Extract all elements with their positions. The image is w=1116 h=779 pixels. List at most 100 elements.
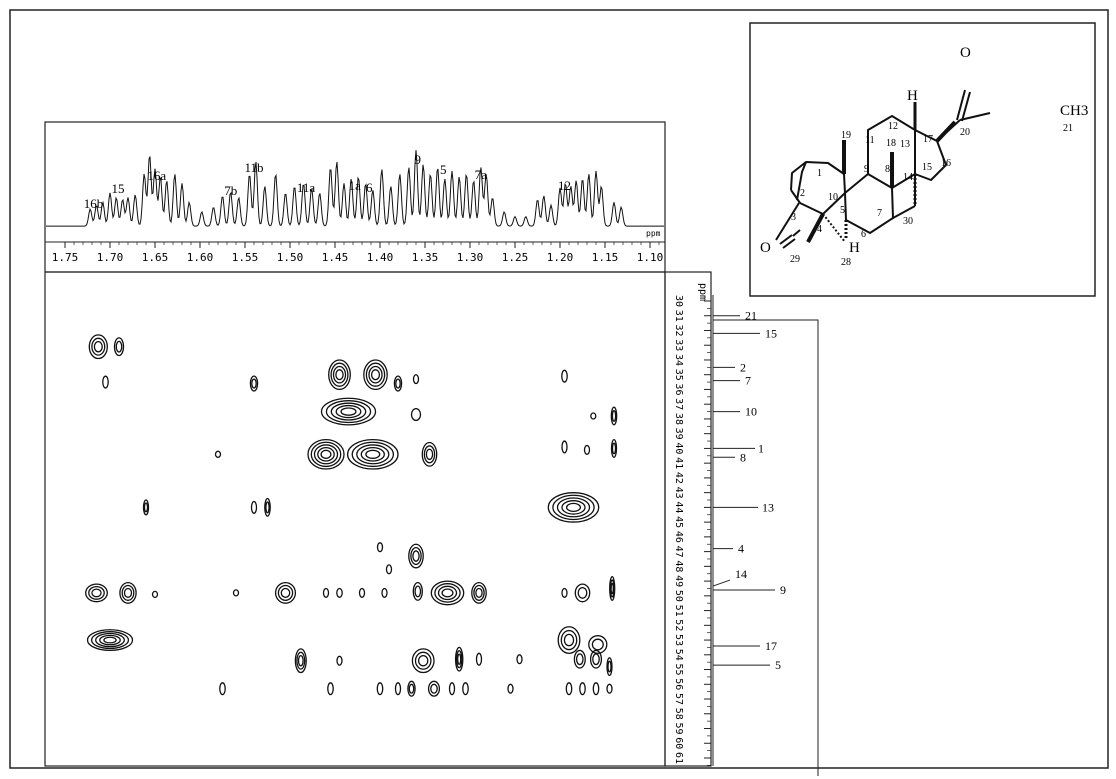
contour-level <box>346 438 399 470</box>
contour-level <box>609 576 616 601</box>
contour-level <box>423 445 436 464</box>
contour-level <box>408 543 424 569</box>
cross-peak <box>516 654 523 665</box>
contour-level <box>577 586 588 599</box>
contour-level <box>360 446 385 462</box>
cross-peak <box>232 589 240 597</box>
contour-level <box>356 444 390 465</box>
cross-peak <box>322 587 330 598</box>
carbon-peak-label: 10 <box>745 405 757 419</box>
contour-level <box>93 340 103 353</box>
contour-level <box>425 448 434 461</box>
contour-level <box>340 407 357 416</box>
contour-level <box>330 362 349 387</box>
proton-peak-label: 1a <box>349 178 362 193</box>
contour-level <box>475 587 483 598</box>
cross-peak <box>507 683 514 694</box>
contour-level <box>90 631 130 650</box>
contour-level <box>251 378 257 389</box>
y-tick-label: 54 <box>673 649 684 661</box>
cross-peak <box>142 499 150 516</box>
atom-label-o-left: O <box>760 240 771 256</box>
proton-peak-label: 6 <box>366 180 373 195</box>
contour-level <box>507 683 514 694</box>
contour-level <box>320 449 332 459</box>
y-tick-label: 32 <box>673 324 684 336</box>
atom-label-12: 12 <box>888 121 898 132</box>
x-tick-label: 1.20 <box>547 251 574 264</box>
contour-level <box>265 501 270 514</box>
y-tick-label: 38 <box>673 413 684 425</box>
contour-level <box>394 682 402 696</box>
proton-peak-label: 7b <box>224 183 237 198</box>
contour-level <box>85 583 108 603</box>
contour-level <box>219 682 226 696</box>
atom-label-9: 9 <box>864 164 869 175</box>
carbon-peak-label: 14 <box>735 567 747 581</box>
cross-peak <box>264 497 271 517</box>
cross-peak <box>336 655 343 666</box>
atom-label-h-top: H <box>907 88 918 104</box>
contour-level <box>115 340 123 353</box>
contour-level <box>565 682 573 696</box>
y-tick-label: 51 <box>673 605 684 617</box>
contour-level <box>421 441 438 467</box>
atom-label-16: 16 <box>941 158 951 169</box>
contour-level <box>417 654 429 667</box>
cross-peak <box>561 440 568 454</box>
contour-level <box>336 655 343 666</box>
cross-peak <box>421 441 438 467</box>
cross-peak <box>610 438 618 458</box>
contour-level <box>123 587 133 598</box>
cross-peak <box>85 583 108 603</box>
atom-label-15: 15 <box>922 162 932 173</box>
x-tick-label: 1.25 <box>502 251 529 264</box>
contour-level <box>294 648 307 674</box>
cross-peak <box>412 374 420 385</box>
proton-peak-label: 15 <box>112 181 125 196</box>
hsqc-contour-panel <box>44 271 666 767</box>
contour-level <box>310 441 342 468</box>
carbon-peak-label: 4 <box>738 542 744 556</box>
contour-level <box>313 444 339 465</box>
x-tick-label: 1.40 <box>367 251 394 264</box>
x-tick-label: 1.65 <box>142 251 169 264</box>
contour-level <box>592 653 600 666</box>
cross-peak <box>583 444 591 455</box>
contour-level <box>376 682 384 696</box>
cross-peak <box>393 375 403 392</box>
contour-level <box>365 362 386 387</box>
contour-level <box>358 587 366 598</box>
contour-level <box>462 682 469 696</box>
contour-level <box>611 442 617 455</box>
contour-level <box>561 500 586 515</box>
y-tick-label: 41 <box>673 457 684 469</box>
atom-label-11: 11 <box>865 135 875 146</box>
carbon-peak-label: 1 <box>758 441 764 455</box>
ppm-unit-label: ppm <box>646 229 661 238</box>
contour-level <box>561 440 568 454</box>
contour-level <box>563 633 575 647</box>
cross-peak <box>88 334 108 360</box>
contour-level <box>395 378 401 389</box>
atom-label-8: 8 <box>885 164 890 175</box>
contour-level <box>99 634 121 646</box>
cross-peak <box>381 587 388 598</box>
y-tick-label: 37 <box>673 398 684 410</box>
proton-peak-label: 16a <box>147 168 166 183</box>
cross-peak <box>336 587 343 598</box>
y-tick-label: 45 <box>673 516 684 528</box>
contour-level <box>335 369 344 381</box>
contour-level <box>95 632 125 648</box>
contour-level <box>430 580 465 606</box>
cross-peak <box>547 492 600 523</box>
y-tick-label: 59 <box>673 722 684 734</box>
cross-peak <box>561 587 568 598</box>
cross-peak <box>412 581 423 601</box>
stereo-bonds <box>806 102 957 243</box>
y-tick-label: 46 <box>673 531 684 543</box>
contour-level <box>607 660 612 673</box>
contour-level <box>556 497 591 518</box>
cross-peak <box>376 542 384 553</box>
contour-level <box>332 365 347 384</box>
